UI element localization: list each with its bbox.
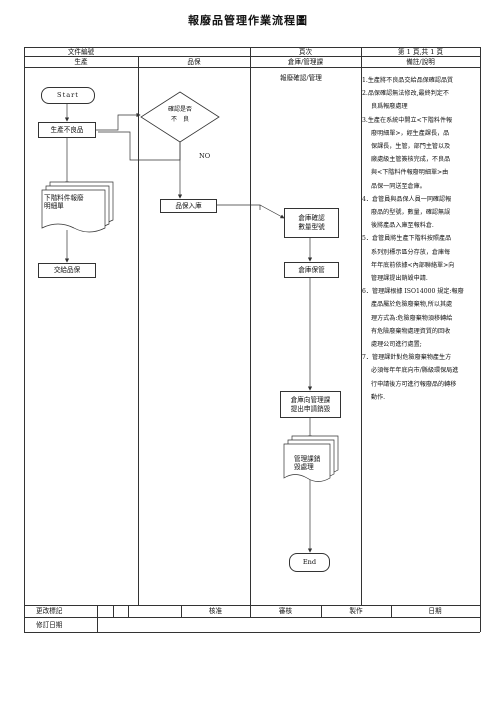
note-line: 系列別標示區分存放，倉庫每 [371,248,451,256]
footer-change-mark: 更改標記 [36,607,63,615]
dispose-line-1: 管理課銷 [294,455,321,463]
col-divider-2 [250,47,251,605]
col-divider-1 [138,56,139,605]
note-line: 3.生產在系統中開立<下階料件報 [362,116,453,124]
note-line: 動作. [371,393,386,401]
note-line: 年年底前依據<內部聯絡單>向 [371,261,455,269]
footer-sep-4 [181,605,182,617]
note-line: 處理公司進行處置; [371,341,422,349]
table-border-left [24,47,25,632]
note-line: 必須每年年底向市/縣級環保局進 [371,367,459,375]
footer-review: 審核 [278,607,293,615]
dispose-label: 管理課銷 毀處理 [294,455,334,471]
body-bottom [24,605,480,606]
footer-sep-7 [391,605,392,617]
warehouse-keep-box: 倉庫保管 [284,262,339,278]
table-border-top [24,47,480,48]
scrap-form-line-1: 下階料件報廢 [44,194,84,202]
scrap-form-label: 下階料件報廢 明細單 [44,194,104,210]
notes-list: 1.生產將不良品交給品保確認品質 2.品保確認無法修改,最終判定不 良爲報廢處理… [362,74,480,404]
header-bottom [24,67,480,68]
footer-date: 日期 [428,607,442,615]
note-line: 保課長，生管，部門主管以及 [371,143,451,151]
note-line: 有危險廢棄物處理資質的回收 [371,327,451,335]
warehouse-report-line-2: 提出申請銷毀 [290,404,331,413]
note-line: 廢品的型號，數量，確認無誤 [371,209,451,217]
note-line: 後將產品入庫至報料倉. [371,222,434,230]
no-label: NO [199,152,211,160]
note-line: 產品屬於危險廢棄物,所以其處 [371,301,453,309]
note-line: 廠處級主管簽核完成，不良品 [371,156,451,164]
warehouse-confirm-header: 報廢確認/管理 [280,74,322,82]
note-line: 行申請後方可進行報廢品的轉移 [371,380,457,388]
col-header-qa: 品保 [187,58,201,66]
scrap-form-line-2: 明細單 [44,202,64,210]
table-border-bottom [24,632,480,633]
warehouse-confirm-line-2: 數量型號 [298,223,325,231]
footer-sep-5 [250,605,251,617]
decision-label: 確認是否 不 良 [155,105,205,125]
footer-sep-3 [128,605,129,617]
note-line: 良爲報廢處理 [371,103,408,111]
warehouse-confirm-box: 倉庫確認 數量型號 [284,208,339,238]
warehouse-report-box: 倉庫向管理課 提出申請銷毀 [280,391,341,418]
start-label: Start [57,91,79,99]
table-border-right [479,47,481,632]
warehouse-keep-label: 倉庫保管 [298,265,325,274]
col-header-warehouse: 倉庫/管理課 [287,58,324,66]
note-line: 管理課提出銷毀申請. [371,275,428,283]
note-line: 廢明細單>，經生產課長，品 [371,129,450,137]
header-divider [24,56,480,57]
note-line: 2.品保確認無法修改,最終判定不 [362,90,449,98]
footer-sep-6 [321,605,322,617]
document-title: 報廢品管理作業流程圖 [188,14,308,27]
footer-approve: 核准 [208,607,223,615]
note-line: 5．倉管員將生產下階料按照產品 [362,235,452,243]
footer-prepare: 製作 [349,607,363,615]
decision-line-1: 確認是否 [167,106,192,113]
scrap-form-shape [41,189,106,233]
col-divider-3 [361,47,362,605]
decision-diamond [140,91,220,143]
deliver-qa-label: 交給品保 [53,266,81,274]
deliver-qa-box: 交給品保 [38,263,96,278]
start-terminal: Start [41,87,95,104]
note-line: 與<下階料件報廢明細單>由 [371,169,449,177]
col-header-notes: 備註/說明 [406,58,435,66]
qa-storage-label: 品保入庫 [175,201,202,210]
page-label: 頁次 [298,48,313,56]
col-header-production: 生產 [74,58,88,66]
note-line: 品保一同送至倉庫。 [371,182,426,190]
note-line: 1.生產將不良品交給品保確認品質 [362,77,454,84]
produce-defect-box: 生產不良品 [38,122,96,138]
end-label: End [302,558,317,566]
doc-no-label: 文件編號 [67,48,95,56]
decision-line-2: 不 良 [170,116,189,123]
note-line: 理方式為:危險廢棄物須移轉給 [371,314,453,322]
end-terminal: End [289,553,330,572]
warehouse-report-line-1: 倉庫向管理課 [290,395,331,404]
footer-sep-1 [97,605,98,632]
footer-divider [24,617,480,618]
warehouse-confirm-line-1: 倉庫確認 [298,214,325,222]
dispose-shape [283,443,331,482]
footer-sep-2 [113,605,114,617]
produce-defect-label: 生產不良品 [50,125,84,134]
qa-storage-box: 品保入庫 [160,199,217,213]
note-line: 4．倉管員與品保人員一同確認報 [362,195,452,203]
note-line: 6．管理課根據 ISO14000 規定:報廢 [362,288,464,296]
footer-revision-date: 修訂日期 [36,621,63,629]
note-line: 7．管理課針對危險廢棄物產生方 [362,354,452,362]
page-value: 第 1 頁,共 1 頁 [397,48,444,56]
dispose-line-2: 毀處理 [294,463,314,471]
